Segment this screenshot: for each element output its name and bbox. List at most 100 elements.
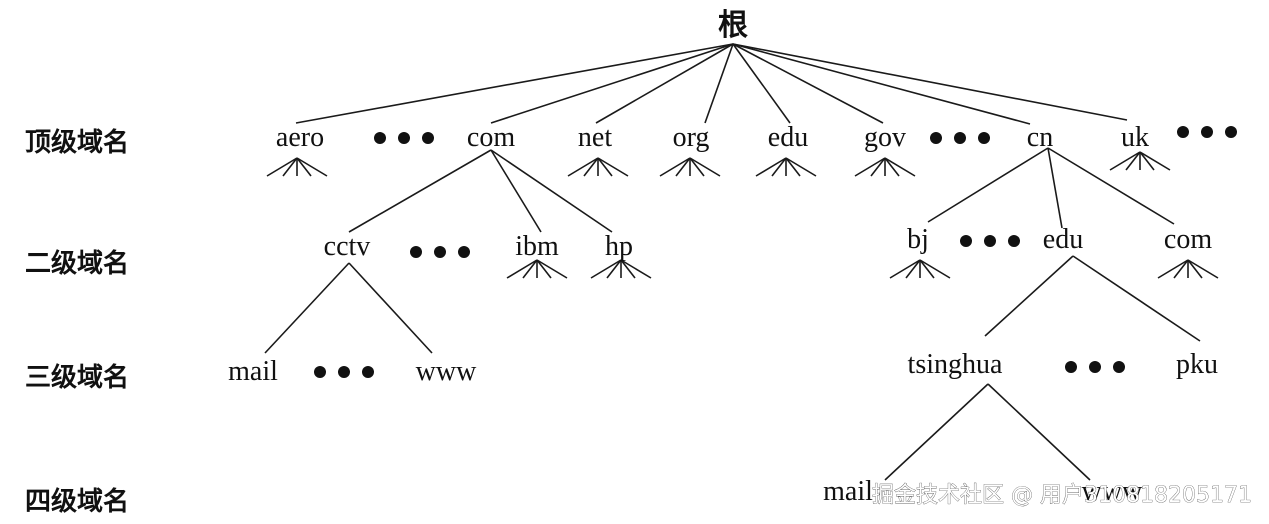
ellipsis-dot xyxy=(1089,361,1101,373)
fan-stroke xyxy=(590,259,622,279)
edge-cn-bj xyxy=(927,147,1049,223)
edge-root-gov xyxy=(732,43,884,124)
node-tsinghua-mail: mail xyxy=(823,476,873,507)
node-gov: gov xyxy=(864,122,906,153)
level-label-second: 二级域名 xyxy=(25,248,129,279)
fan-stroke xyxy=(1187,259,1219,279)
node-org: org xyxy=(673,122,710,153)
edge-com-hp xyxy=(490,149,613,233)
ellipsis xyxy=(314,366,374,378)
fan-stroke xyxy=(1173,259,1189,279)
node-edu: edu xyxy=(768,122,808,153)
fan-stroke xyxy=(884,157,900,177)
node-cctv: cctv xyxy=(324,231,371,262)
node-cn: cn xyxy=(1027,122,1053,153)
node-cn-edu: edu xyxy=(1043,224,1083,255)
ellipsis-dot xyxy=(1113,361,1125,373)
edge-root-edu xyxy=(732,43,791,124)
node-uk: uk xyxy=(1121,122,1149,153)
fan-stroke xyxy=(785,157,817,177)
ellipsis xyxy=(960,235,1020,247)
ellipsis-dot xyxy=(398,132,410,144)
level-label-third: 三级域名 xyxy=(25,362,129,393)
fan-stroke xyxy=(1157,259,1189,279)
edge-cn_edu-pku xyxy=(1072,255,1201,342)
fan-stroke xyxy=(266,157,298,177)
edge-tsinghua-tsinghua_www xyxy=(987,383,1091,481)
fan-stroke xyxy=(689,157,705,177)
node-net: net xyxy=(578,122,612,153)
fan-edu xyxy=(755,157,817,177)
fan-stroke xyxy=(659,157,691,177)
fan-stroke xyxy=(597,157,613,177)
fan-stroke xyxy=(785,157,801,177)
edge-cn-cn_com xyxy=(1047,147,1175,225)
fan-stroke xyxy=(1187,259,1203,279)
node-bj: bj xyxy=(907,224,929,255)
fan-stroke xyxy=(889,259,921,279)
node-pku: pku xyxy=(1176,349,1218,380)
fan-bj xyxy=(889,259,951,279)
ellipsis-dot xyxy=(1008,235,1020,247)
fan-stroke xyxy=(1139,151,1171,171)
fan-uk xyxy=(1109,151,1171,171)
fan-stroke xyxy=(905,259,921,279)
ellipsis-dot xyxy=(978,132,990,144)
ellipsis-dot xyxy=(362,366,374,378)
fan-stroke xyxy=(675,157,691,177)
edge-root-aero xyxy=(295,43,734,124)
fan-stroke xyxy=(755,157,787,177)
fan-stroke xyxy=(1139,151,1155,171)
ellipsis-dot xyxy=(422,132,434,144)
level-label-fourth: 四级域名 xyxy=(25,486,129,517)
node-cn-com: com xyxy=(1164,224,1212,255)
edge-com-cctv xyxy=(348,149,492,233)
edge-root-cn xyxy=(732,43,1031,125)
ellipsis xyxy=(1177,126,1237,138)
edge-root-com xyxy=(490,43,734,124)
ellipsis xyxy=(930,132,990,144)
fan-stroke xyxy=(919,259,951,279)
fan-stroke xyxy=(1125,151,1141,171)
fan-stroke xyxy=(522,259,538,279)
edge-com-ibm xyxy=(490,149,542,233)
fan-stroke xyxy=(620,259,636,279)
ellipsis-dot xyxy=(984,235,996,247)
edge-cctv-mail xyxy=(264,262,350,354)
ellipsis-dot xyxy=(954,132,966,144)
ellipsis-dot xyxy=(458,246,470,258)
fan-gov xyxy=(854,157,916,177)
ellipsis-dot xyxy=(314,366,326,378)
fan-stroke xyxy=(296,157,312,177)
edge-root-org xyxy=(704,43,734,124)
fan-cn-com xyxy=(1157,259,1219,279)
fan-stroke xyxy=(583,157,599,177)
ellipsis-dot xyxy=(960,235,972,247)
node-com: com xyxy=(467,122,515,153)
fan-stroke xyxy=(771,157,787,177)
node-ibm: ibm xyxy=(515,231,559,262)
tree-edges xyxy=(264,43,1201,481)
watermark-text: 掘金技术社区 @ 用户310818205171 xyxy=(872,483,1252,508)
fan-stroke xyxy=(536,259,568,279)
node-www: www xyxy=(416,356,477,387)
level-label-top: 顶级域名 xyxy=(25,127,129,158)
fan-hp xyxy=(590,259,652,279)
fan-stroke xyxy=(506,259,538,279)
fan-org xyxy=(659,157,721,177)
fan-net xyxy=(567,157,629,177)
fan-stroke xyxy=(620,259,652,279)
fan-stroke xyxy=(567,157,599,177)
ellipsis-dot xyxy=(930,132,942,144)
fan-stroke xyxy=(296,157,328,177)
subtree-fans xyxy=(266,151,1219,279)
fan-ibm xyxy=(506,259,568,279)
fan-stroke xyxy=(536,259,552,279)
ellipsis-dot xyxy=(1065,361,1077,373)
fan-stroke xyxy=(870,157,886,177)
ellipsis-dots xyxy=(314,126,1237,378)
edge-cn-cn_edu xyxy=(1047,147,1063,229)
ellipsis-dot xyxy=(1225,126,1237,138)
ellipsis-dot xyxy=(374,132,386,144)
